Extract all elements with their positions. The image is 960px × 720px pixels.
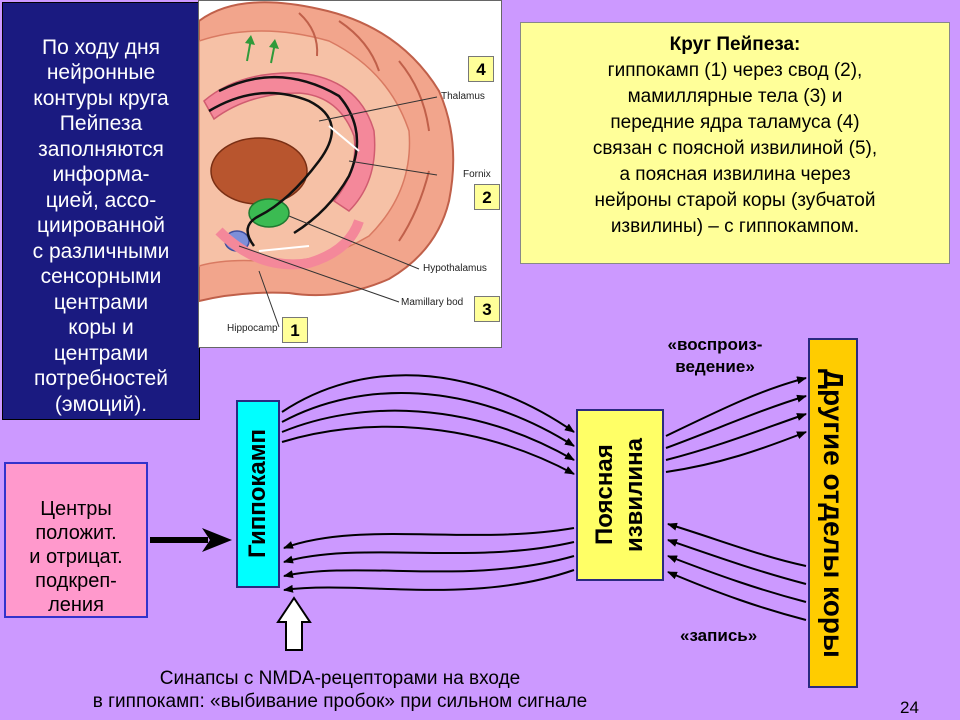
badge-mamillary: 3 xyxy=(474,296,500,322)
hippocampus-label: Гиппокамп xyxy=(244,429,271,559)
other-cortex-box: Другие отделы коры xyxy=(808,338,858,688)
papez-title: Круг Пейпеза: xyxy=(669,34,801,55)
nmda-input-arrow xyxy=(276,596,312,651)
slide-number: 24 xyxy=(900,698,919,717)
hippocampus-box: Гиппокамп xyxy=(236,400,280,588)
badge-hippocampus: 1 xyxy=(282,317,308,343)
badge-thalamus: 4 xyxy=(468,56,494,82)
cortex-to-cingulate-arrows xyxy=(667,522,807,621)
other-cortex-label: Другие отделы коры xyxy=(818,368,849,658)
cingulate-gyrus-label: Поясная извилина xyxy=(591,437,648,553)
label-hippocampus: Hippocamp xyxy=(227,323,278,334)
explanation-panel: По ходу дня нейронные контуры круга Пейп… xyxy=(2,2,200,420)
reproduction-label: «воспроиз- ведение» xyxy=(667,335,763,376)
badge-fornix: 2 xyxy=(474,184,500,210)
papez-circuit-panel: Круг Пейпеза: гиппокамп (1) через свод (… xyxy=(520,22,950,264)
cingulate-gyrus-box: Поясная извилина xyxy=(576,409,664,581)
cingulate-to-hippo-arrows xyxy=(283,527,575,593)
synapse-note: Синапсы с NMDA-рецепторами на входе в ги… xyxy=(92,668,588,712)
brain-drawing xyxy=(199,1,455,328)
cingulate-to-cortex-arrows xyxy=(665,376,807,473)
label-hypothalamus: Hypothalamus xyxy=(423,263,487,274)
reinforcement-centers-text: Центры положит. и отрицат. подкреп- лени… xyxy=(29,498,123,616)
input-arrow-head xyxy=(202,528,232,552)
brain-illustration: Thalamus Fornix Hypothalamus Mamillary b… xyxy=(198,0,502,348)
explanation-text: По ходу дня нейронные контуры круга Пейп… xyxy=(32,35,170,416)
label-thalamus: Thalamus xyxy=(441,91,485,102)
papez-description: гиппокамп (1) через свод (2), мамиллярны… xyxy=(592,60,878,237)
recording-label: «запись» xyxy=(680,626,758,645)
label-mamillary-body: Mamillary bod xyxy=(401,297,464,308)
reinforcement-centers-box: Центры положит. и отрицат. подкреп- лени… xyxy=(4,462,148,618)
label-fornix: Fornix xyxy=(463,169,491,180)
hippo-to-cingulate-arrows xyxy=(281,374,575,475)
